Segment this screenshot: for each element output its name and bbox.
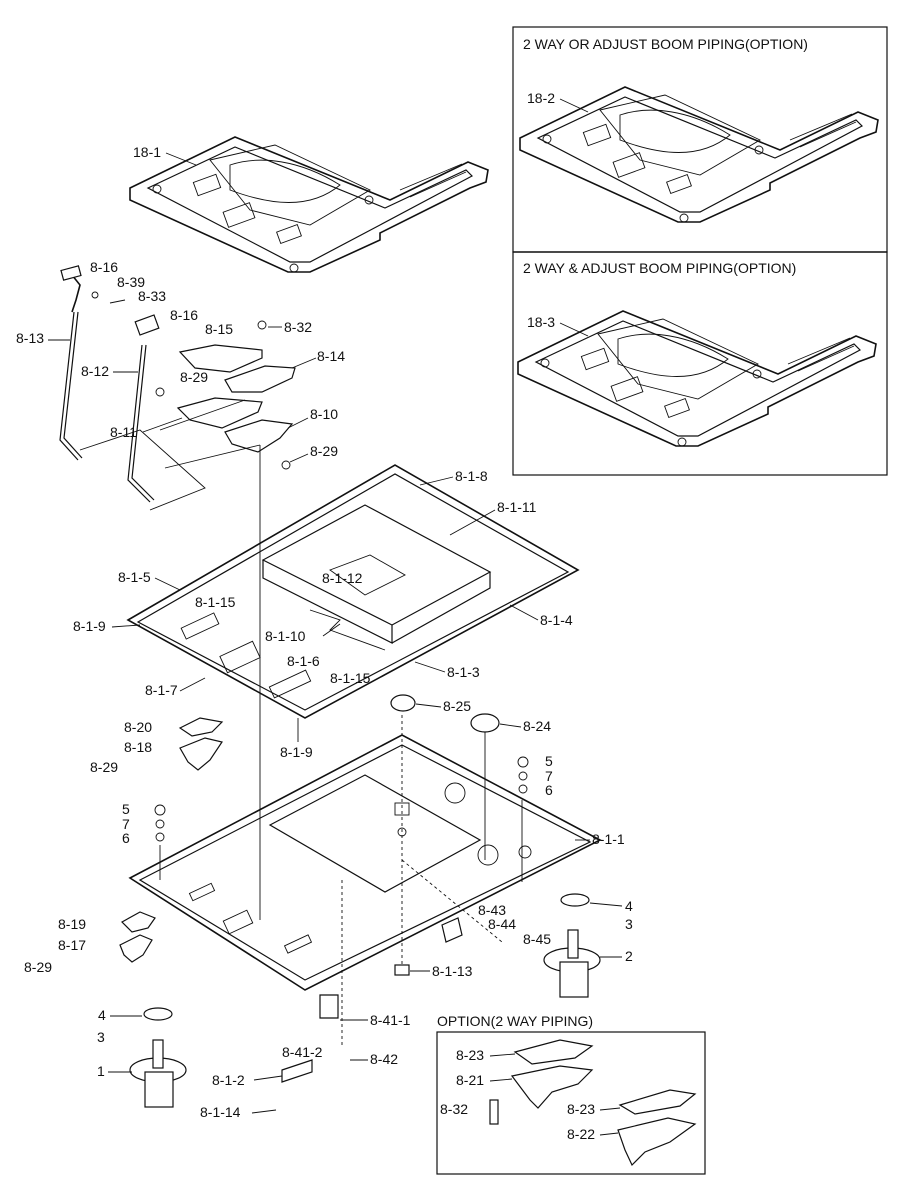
- label-8-1-9a: 8-1-9: [73, 618, 106, 634]
- motor-1: [129, 1039, 187, 1108]
- label-8-12: 8-12: [81, 363, 109, 379]
- label-8-29d: 8-29: [24, 959, 52, 975]
- label-8-21: 8-21: [456, 1072, 484, 1088]
- label-8-1-12: 8-1-12: [322, 570, 363, 586]
- label-8-43: 8-43: [478, 902, 506, 918]
- label-18-2: 18-2: [527, 90, 555, 106]
- label-8-22: 8-22: [567, 1126, 595, 1142]
- label-8-1-15b: 8-1-15: [330, 670, 371, 686]
- label-1: 1: [97, 1063, 105, 1079]
- label-8-1-9b: 8-1-9: [280, 744, 313, 760]
- label-8-1-3: 8-1-3: [447, 664, 480, 680]
- label-8-1-2: 8-1-2: [212, 1072, 245, 1088]
- label-3a: 3: [625, 916, 633, 932]
- label-8-1-13: 8-1-13: [432, 963, 473, 979]
- label-8-19: 8-19: [58, 916, 86, 932]
- label-8-29a: 8-29: [180, 369, 208, 385]
- label-7b: 7: [122, 816, 130, 832]
- small-parts: [119, 694, 590, 1083]
- part-labels: 18-2 18-3 18-1 8-16 8-39 8-33 8-16 8-13 …: [16, 90, 633, 1142]
- label-8-16b: 8-16: [170, 307, 198, 323]
- assembly-guides: [159, 445, 523, 1045]
- label-8-29c: 8-29: [90, 759, 118, 775]
- label-8-23b: 8-23: [567, 1101, 595, 1117]
- label-8-44: 8-44: [488, 916, 516, 932]
- lever-rods: [59, 265, 206, 511]
- motor-2: [543, 929, 601, 998]
- label-8-41-1: 8-41-1: [370, 1012, 411, 1028]
- label-8-39: 8-39: [117, 274, 145, 290]
- label-8-18: 8-18: [124, 739, 152, 755]
- lower-base-plate: [128, 734, 602, 991]
- label-8-14: 8-14: [317, 348, 345, 364]
- label-8-20: 8-20: [124, 719, 152, 735]
- label-3b: 3: [97, 1029, 105, 1045]
- label-8-24: 8-24: [523, 718, 551, 734]
- floor-mat-18-2: [519, 86, 879, 223]
- label-8-1-5: 8-1-5: [118, 569, 151, 585]
- foot-pads: [155, 320, 296, 470]
- label-8-25: 8-25: [443, 698, 471, 714]
- label-8-1-4: 8-1-4: [540, 612, 573, 628]
- label-18-3: 18-3: [527, 314, 555, 330]
- label-8-41-2: 8-41-2: [282, 1044, 323, 1060]
- label-8-1-14: 8-1-14: [200, 1104, 241, 1120]
- option-box-title-1: 2 WAY OR ADJUST BOOM PIPING(OPTION): [523, 36, 808, 52]
- label-4b: 4: [98, 1007, 106, 1023]
- label-8-45: 8-45: [523, 931, 551, 947]
- option-box-2way-or-adjust: 2 WAY OR ADJUST BOOM PIPING(OPTION): [512, 26, 888, 253]
- label-8-1-8: 8-1-8: [455, 468, 488, 484]
- label-8-32a: 8-32: [284, 319, 312, 335]
- floor-mat-18-3: [517, 310, 877, 447]
- option-box-title-2: 2 WAY & ADJUST BOOM PIPING(OPTION): [523, 260, 796, 276]
- label-8-23a: 8-23: [456, 1047, 484, 1063]
- label-8-1-1: 8-1-1: [592, 831, 625, 847]
- label-8-1-15a: 8-1-15: [195, 594, 236, 610]
- label-5b: 5: [122, 801, 130, 817]
- label-7a: 7: [545, 768, 553, 784]
- upper-floor-plate: [126, 464, 580, 719]
- label-5a: 5: [545, 753, 553, 769]
- label-8-1-6: 8-1-6: [287, 653, 320, 669]
- label-8-13: 8-13: [16, 330, 44, 346]
- label-6b: 6: [122, 830, 130, 846]
- option-box-2way: OPTION(2 WAY PIPING): [436, 1013, 706, 1175]
- label-8-1-7: 8-1-7: [145, 682, 178, 698]
- label-8-16a: 8-16: [90, 259, 118, 275]
- label-8-15: 8-15: [205, 321, 233, 337]
- label-8-17: 8-17: [58, 937, 86, 953]
- option-box-title-3: OPTION(2 WAY PIPING): [437, 1013, 593, 1029]
- label-8-10: 8-10: [310, 406, 338, 422]
- label-8-32b: 8-32: [440, 1101, 468, 1117]
- label-8-42: 8-42: [370, 1051, 398, 1067]
- label-6a: 6: [545, 782, 553, 798]
- option-box-2way-and-adjust: 2 WAY & ADJUST BOOM PIPING(OPTION): [512, 251, 888, 476]
- label-8-33: 8-33: [138, 288, 166, 304]
- label-4a: 4: [625, 898, 633, 914]
- label-8-1-10: 8-1-10: [265, 628, 306, 644]
- label-8-1-11: 8-1-11: [497, 499, 537, 515]
- label-2: 2: [625, 948, 633, 964]
- label-18-1: 18-1: [133, 144, 161, 160]
- label-8-29b: 8-29: [310, 443, 338, 459]
- label-8-11: 8-11: [110, 424, 137, 440]
- floor-mat-18-1: [129, 136, 489, 273]
